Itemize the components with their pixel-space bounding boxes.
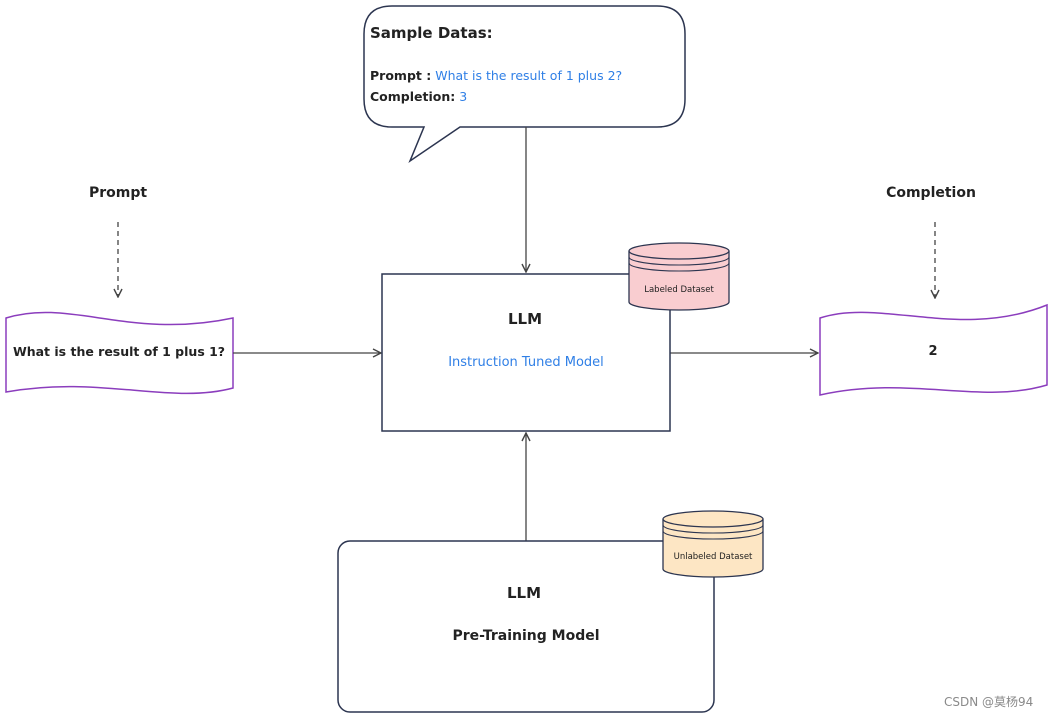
completion-heading: Completion (886, 185, 976, 201)
bubble-completion-label: Completion: (370, 89, 456, 104)
pretrain-model-title: LLM (506, 584, 542, 602)
sample-data-bubble (363, 5, 686, 164)
bubble-prompt-row: Prompt : What is the result of 1 plus 2? (370, 68, 622, 83)
labeled-dataset-label: Labeled Dataset (644, 285, 714, 295)
unlabeled-dataset-icon (662, 510, 764, 578)
prompt-heading: Prompt (88, 185, 148, 201)
bubble-completion-row: Completion: 3 (370, 89, 467, 104)
tuned-model-title: LLM (507, 310, 543, 328)
output-document-text: 2 (928, 344, 938, 359)
bubble-title: Sample Datas: (370, 24, 493, 42)
bubble-completion-value: 3 (459, 89, 468, 104)
bubble-prompt-label: Prompt : (370, 68, 432, 83)
pretrain-model-subtitle: Pre-Training Model (452, 628, 600, 644)
tuned-model-subtitle: Instruction Tuned Model (448, 355, 604, 370)
labeled-dataset-icon (628, 242, 730, 311)
input-document-shape (5, 311, 234, 395)
pre-training-model-box (337, 540, 715, 713)
unlabeled-dataset-label: Unlabeled Dataset (673, 552, 753, 562)
watermark: CSDN @莫杨94 (944, 695, 1034, 709)
instruction-tuned-model-box (381, 273, 671, 432)
input-document-text: What is the result of 1 plus 1? (12, 344, 226, 359)
bubble-prompt-value: What is the result of 1 plus 2? (435, 68, 623, 83)
output-document-shape (819, 303, 1048, 396)
